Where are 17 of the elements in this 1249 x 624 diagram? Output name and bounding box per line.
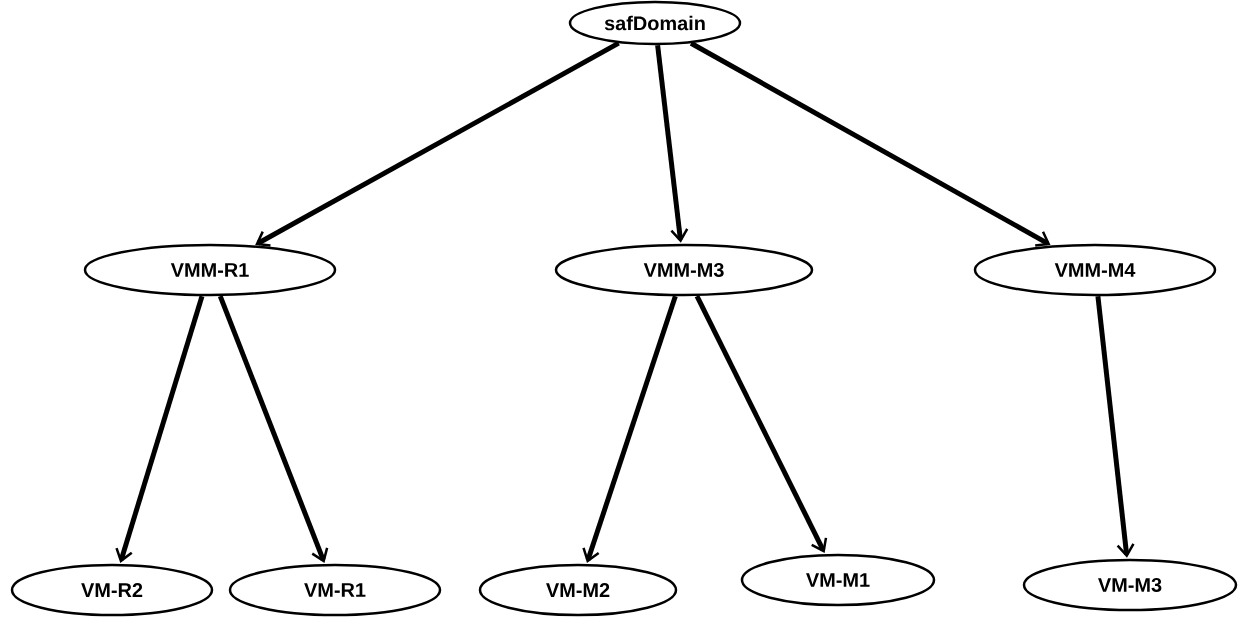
ellipse-node: VM-M2 bbox=[478, 563, 678, 617]
arrow bbox=[255, 41, 620, 247]
ellipse-node: VM-M1 bbox=[740, 553, 936, 607]
ellipse-node: VMM-R1 bbox=[83, 243, 337, 297]
arrow bbox=[115, 295, 205, 563]
ellipse-node: VM-M3 bbox=[1022, 558, 1238, 612]
arrow bbox=[694, 295, 828, 554]
arrow bbox=[689, 41, 1051, 247]
arrow bbox=[582, 295, 678, 563]
ellipse-node: VM-R2 bbox=[10, 563, 214, 617]
ellipse-node: VMM-M4 bbox=[973, 243, 1217, 297]
arrow bbox=[1095, 295, 1135, 558]
ellipse-node: VMM-M3 bbox=[554, 243, 814, 297]
ellipse-node: safDomain bbox=[568, 0, 742, 46]
ellipse-node: VM-R1 bbox=[228, 563, 442, 617]
arrow bbox=[217, 295, 329, 563]
arrow bbox=[655, 44, 689, 243]
